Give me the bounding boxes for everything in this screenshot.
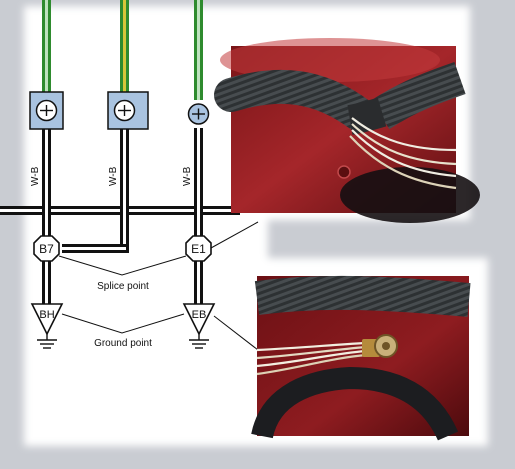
splice-octagon-icon bbox=[33, 235, 60, 262]
connector-left bbox=[29, 91, 64, 130]
wire-right-ground bbox=[194, 256, 203, 304]
ground-code-right: EB bbox=[192, 309, 207, 321]
ground-bh: BH bbox=[30, 303, 64, 349]
wire-left-ground bbox=[42, 256, 51, 304]
splice-e1: E1 bbox=[185, 235, 212, 262]
splice-b7: B7 bbox=[33, 235, 60, 262]
wire-label-right: W-B bbox=[182, 166, 193, 186]
ground-photo-pointer bbox=[213, 315, 259, 351]
ground-eb: EB bbox=[182, 303, 216, 349]
ground-caption: Ground point bbox=[94, 338, 152, 349]
splice-caption: Splice point bbox=[97, 281, 149, 292]
wire-left-wb bbox=[42, 128, 51, 238]
wire-label-middle: W-B bbox=[108, 166, 119, 186]
connector-middle bbox=[107, 91, 149, 130]
ground-triangle-icon bbox=[30, 303, 64, 336]
ground-pointer bbox=[61, 313, 185, 334]
ground-connector-icon bbox=[192, 108, 205, 120]
wire-left-top bbox=[42, 0, 51, 95]
wire-right-top bbox=[194, 0, 203, 100]
ground-code-left: BH bbox=[39, 309, 54, 321]
splice-code-left: B7 bbox=[39, 242, 54, 256]
wire-middle-wb bbox=[62, 128, 129, 253]
ground-triangle-icon bbox=[182, 303, 216, 336]
splice-photo-pointer bbox=[210, 221, 259, 249]
connector-right bbox=[187, 103, 210, 125]
ground-connector-icon bbox=[40, 105, 53, 116]
splice-code-right: E1 bbox=[191, 242, 206, 256]
splice-octagon-icon bbox=[185, 235, 212, 262]
wire-label-left: W-B bbox=[30, 166, 41, 186]
ground-connector-icon bbox=[118, 105, 131, 116]
splice-pointer bbox=[58, 255, 187, 276]
wire-right-wb bbox=[194, 128, 203, 238]
splice-point-photo bbox=[214, 38, 480, 223]
ground-point-photo bbox=[251, 275, 471, 441]
wire-middle-top bbox=[120, 0, 129, 95]
